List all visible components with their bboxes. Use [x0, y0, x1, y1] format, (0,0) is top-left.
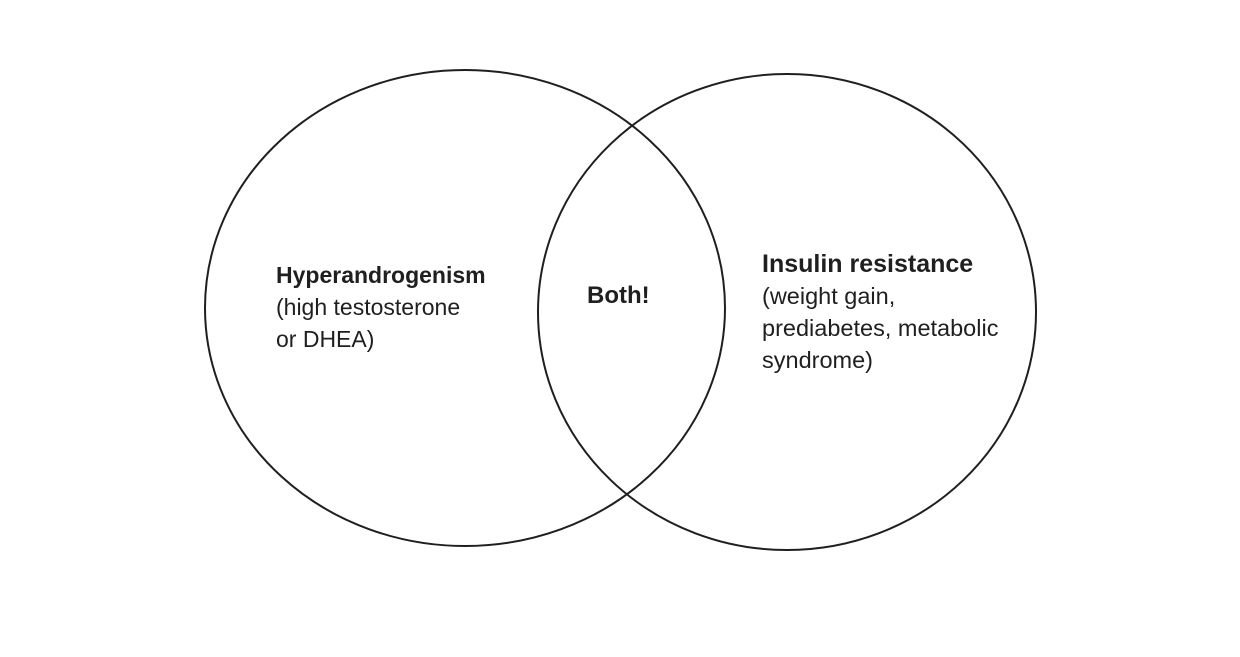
right-circle	[537, 73, 1037, 551]
left-set-title: Hyperandrogenism	[276, 262, 486, 288]
right-set-label: Insulin resistance (weight gain, prediab…	[762, 248, 998, 376]
left-set-label: Hyperandrogenism (high testosterone or D…	[276, 259, 486, 355]
left-set-description-line: (high testosterone	[276, 294, 461, 320]
right-set-title: Insulin resistance	[762, 250, 974, 278]
right-set-description-line: prediabetes, metabolic	[762, 315, 999, 341]
left-set-description-line: or DHEA)	[276, 326, 375, 352]
left-circle	[204, 69, 726, 547]
right-set-description-line: (weight gain,	[762, 283, 896, 309]
intersection-label: Both!	[587, 282, 650, 309]
right-set-description-line: syndrome)	[762, 347, 874, 373]
